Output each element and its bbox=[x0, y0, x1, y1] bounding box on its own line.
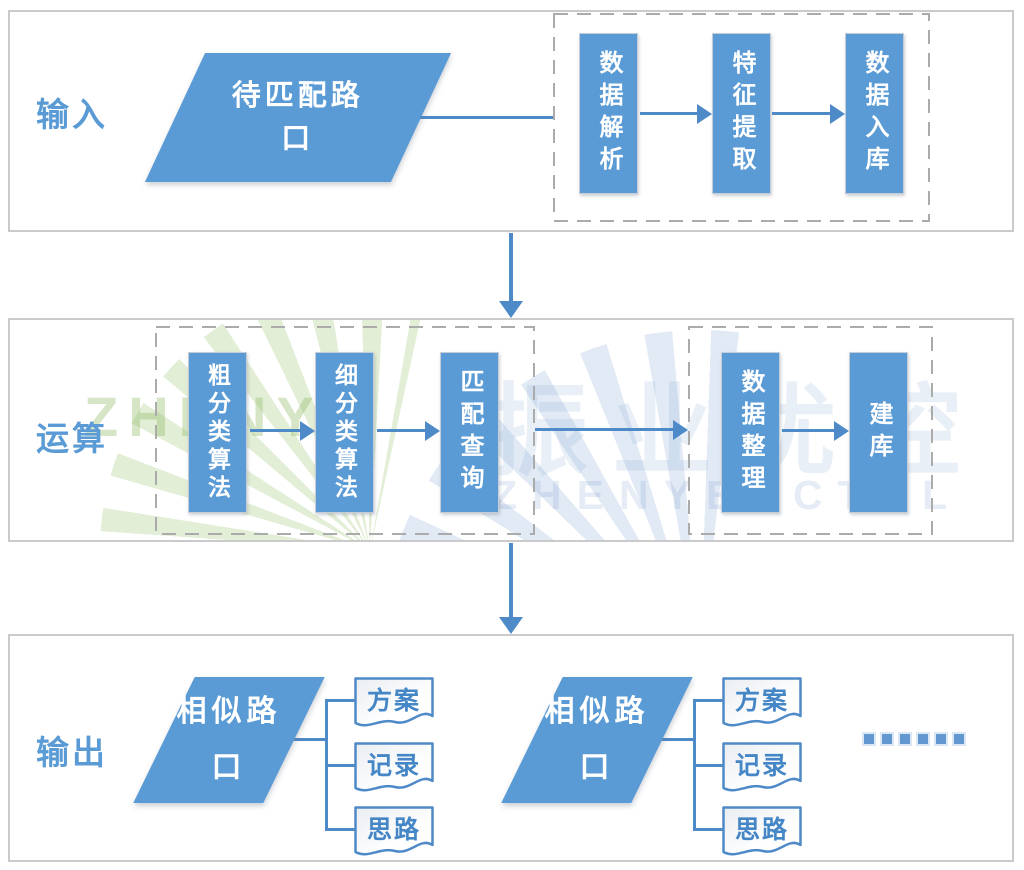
connector-input-to-preprocess bbox=[420, 116, 553, 119]
connector-stub-record-1 bbox=[327, 764, 355, 767]
arrow-coarse-to-fine bbox=[250, 429, 300, 432]
step-data-storage: 数据入库 bbox=[845, 33, 904, 194]
step-build-database-label: 建库 bbox=[865, 400, 892, 465]
arrow-input-to-compute bbox=[509, 233, 513, 301]
similar-intersection-text-2: 相似路口 bbox=[544, 695, 650, 784]
ellipsis-dot bbox=[952, 732, 966, 746]
step-match-query: 匹配查询 bbox=[440, 352, 499, 513]
doc-record-label-2: 记录 bbox=[734, 752, 789, 780]
step-fine-classification-label: 细分类算法 bbox=[331, 362, 358, 503]
arrow-parse-to-extract bbox=[640, 112, 697, 115]
ellipsis-dot bbox=[862, 732, 876, 746]
doc-plan-1: 方案 bbox=[354, 677, 434, 733]
doc-record-1: 记录 bbox=[354, 742, 434, 798]
more-results-ellipsis bbox=[862, 732, 966, 746]
compute-section-label: 运算 bbox=[36, 420, 108, 457]
doc-idea-label-1: 思路 bbox=[366, 816, 421, 844]
step-feature-extraction-label: 特征提取 bbox=[728, 49, 755, 178]
step-match-query-label: 匹配查询 bbox=[456, 368, 483, 497]
connector-tree-spine-1 bbox=[325, 699, 328, 831]
connector-stub-idea-1 bbox=[327, 828, 355, 831]
doc-record-2: 记录 bbox=[722, 742, 802, 798]
ellipsis-dot bbox=[916, 732, 930, 746]
doc-plan-label-1: 方案 bbox=[366, 687, 421, 715]
arrow-organize-to-build bbox=[782, 429, 834, 432]
arrow-fine-to-query bbox=[377, 429, 425, 432]
pending-intersection-text: 待匹配路口 bbox=[231, 79, 364, 155]
step-data-storage-label: 数据入库 bbox=[861, 49, 888, 178]
arrow-matching-to-database bbox=[535, 428, 673, 431]
ellipsis-dot bbox=[934, 732, 948, 746]
connector-stub-plan-1 bbox=[327, 699, 355, 702]
connector-stub-plan-2 bbox=[695, 699, 723, 702]
doc-plan-2: 方案 bbox=[722, 677, 802, 733]
doc-plan-label-2: 方案 bbox=[734, 687, 789, 715]
connector-stub-idea-2 bbox=[695, 828, 723, 831]
doc-record-label-1: 记录 bbox=[366, 752, 421, 780]
preprocess-dashed-group bbox=[553, 13, 930, 227]
database-dashed-group bbox=[688, 326, 933, 540]
connector-shape-to-tree-2 bbox=[661, 738, 695, 741]
step-data-organize: 数据整理 bbox=[721, 352, 780, 513]
connector-stub-record-2 bbox=[695, 764, 723, 767]
arrow-compute-to-output bbox=[509, 543, 513, 617]
step-build-database: 建库 bbox=[849, 352, 908, 513]
arrow-extract-to-store bbox=[772, 112, 830, 115]
ellipsis-dot bbox=[898, 732, 912, 746]
step-coarse-classification: 粗分类算法 bbox=[188, 352, 247, 513]
step-fine-classification: 细分类算法 bbox=[315, 352, 374, 513]
connector-shape-to-tree-1 bbox=[293, 738, 327, 741]
step-coarse-classification-label: 粗分类算法 bbox=[204, 362, 231, 503]
step-data-parsing: 数据解析 bbox=[579, 33, 638, 194]
step-feature-extraction: 特征提取 bbox=[712, 33, 771, 194]
similar-intersection-text-1: 相似路口 bbox=[176, 695, 282, 784]
step-data-organize-label: 数据整理 bbox=[737, 368, 764, 497]
input-section-label: 输入 bbox=[36, 96, 108, 133]
doc-idea-1: 思路 bbox=[354, 806, 434, 862]
output-section-label: 输出 bbox=[36, 734, 108, 771]
doc-idea-2: 思路 bbox=[722, 806, 802, 862]
matching-dashed-group bbox=[155, 326, 535, 540]
doc-idea-label-2: 思路 bbox=[734, 816, 789, 844]
ellipsis-dot bbox=[880, 732, 894, 746]
step-data-parsing-label: 数据解析 bbox=[595, 49, 622, 178]
connector-tree-spine-2 bbox=[693, 699, 696, 831]
